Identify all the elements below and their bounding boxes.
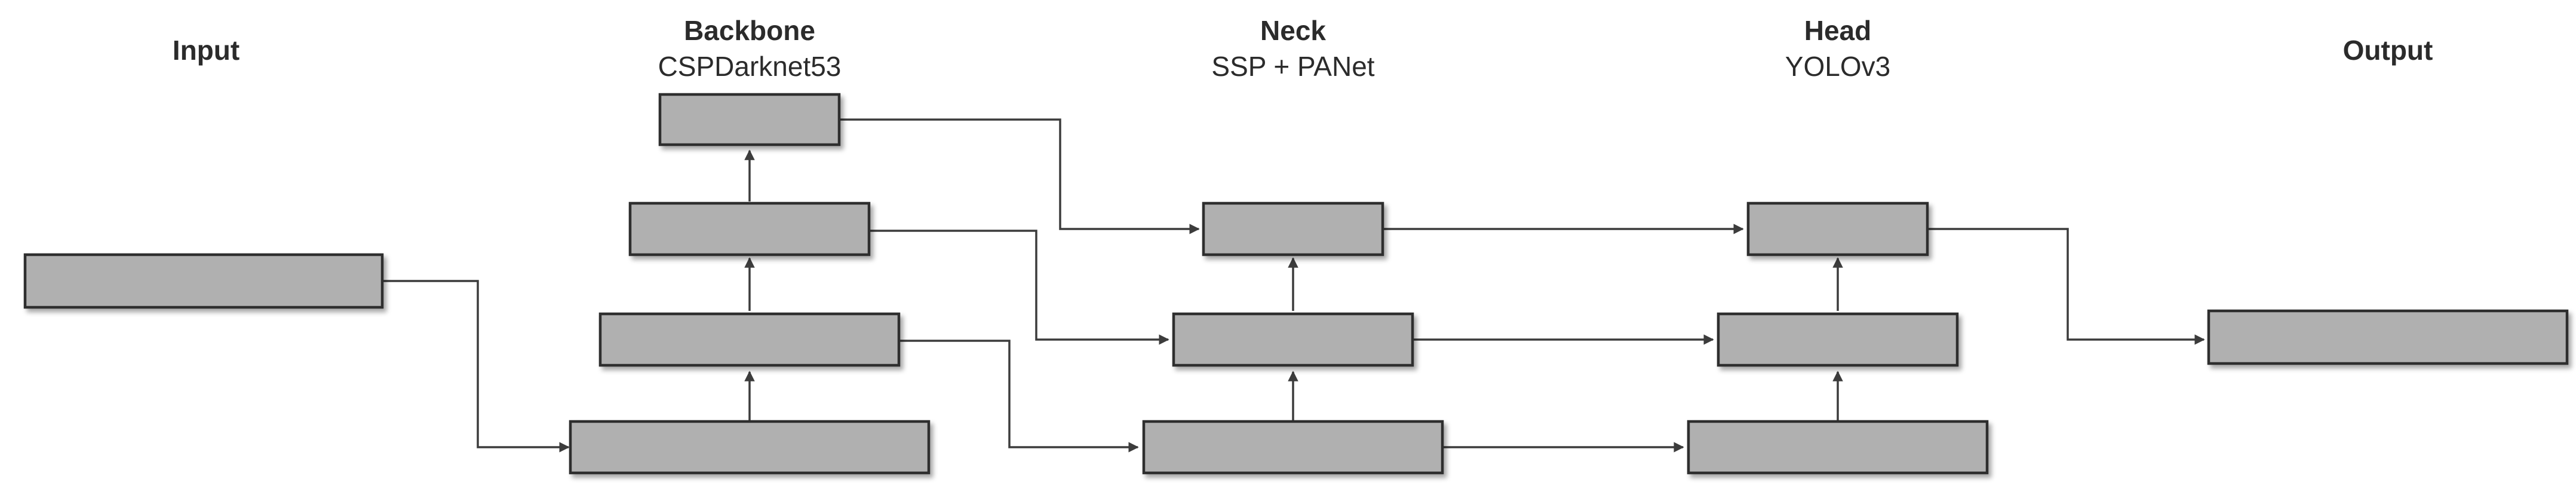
connector-backbone-2-to-neck-bottom [899, 340, 1139, 453]
backbone-subtitle: CSPDarknet53 [658, 51, 842, 82]
head-subtitle: YOLOv3 [1785, 51, 1890, 82]
connector-head-to-output [1927, 228, 2205, 345]
neck-column-title: Neck [1260, 15, 1326, 46]
neck-subtitle: SSP + PANet [1211, 51, 1374, 82]
neck-block-1 [1142, 420, 1444, 475]
output-block [2207, 309, 2569, 365]
backbone-column-title: Backbone [684, 15, 815, 46]
head-block-2 [1717, 312, 1959, 367]
connector-backbone-3-to-neck-mid [869, 230, 1169, 345]
backbone-block-1 [569, 420, 931, 475]
neck-block-3 [1202, 201, 1384, 256]
backbone-block-4 [658, 93, 841, 146]
neck-block-2 [1172, 312, 1414, 367]
connector-backbone-4-to-neck-top [839, 118, 1200, 234]
blocks [23, 93, 2569, 475]
input-column-title: Input [173, 35, 240, 66]
head-block-1 [1687, 420, 1989, 475]
backbone-block-2 [598, 312, 901, 367]
connector-input-to-backbone [382, 280, 570, 453]
output-column-title: Output [2343, 35, 2433, 66]
head-column-title: Head [1804, 15, 1871, 46]
input-block [23, 253, 384, 309]
backbone-block-3 [628, 201, 871, 256]
head-block-3 [1746, 201, 1929, 256]
connectors [382, 118, 2205, 453]
